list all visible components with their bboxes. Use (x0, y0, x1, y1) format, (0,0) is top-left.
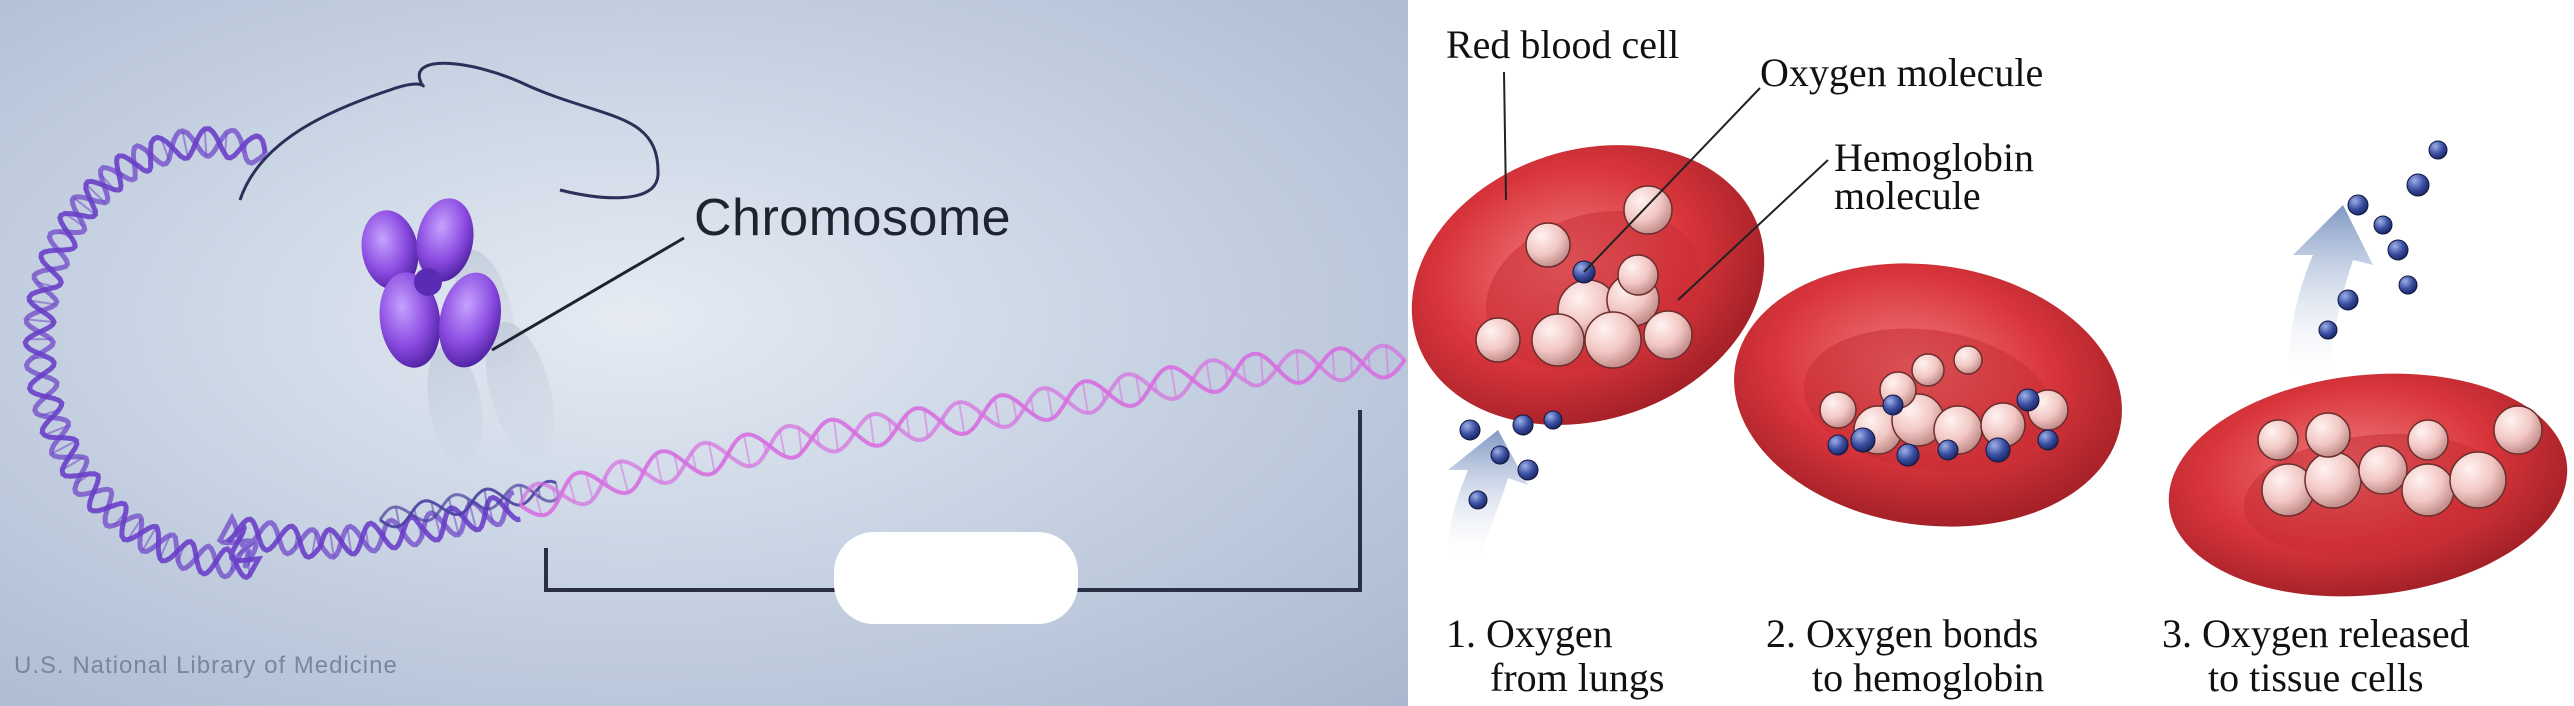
blank-label-box (834, 532, 1078, 624)
hemoglobin-group-cell-3 (2257, 405, 2543, 517)
hemoglobin-label-line2: molecule (1834, 173, 1981, 218)
step-1-line-2: from lungs (1490, 655, 1665, 700)
dna-helix-light-strand (518, 343, 1407, 518)
step-3-line-1: 3. Oxygen released (2162, 611, 2470, 656)
dna-chromosome-panel: Chromosome U.S. National Library of Medi… (0, 0, 1408, 706)
dna-thin-strand-loop (238, 61, 660, 201)
dna-illustration (22, 61, 1407, 592)
arrow-in-from-lungs (1448, 430, 1528, 560)
step-2-line-2: to hemoglobin (1812, 655, 2045, 700)
hemoglobin-group-cell-2 (1819, 345, 2069, 467)
red-blood-cell-label: Red blood cell (1446, 22, 1680, 67)
chromosome-leader-line (491, 236, 685, 352)
free-oxygen-molecules (1459, 140, 2448, 510)
chromosome-shape (361, 198, 501, 368)
step-2-caption: 2. Oxygen bonds to hemoglobin (1766, 612, 2044, 700)
arrow-out-to-tissue (2288, 205, 2373, 380)
step-3-line-2: to tissue cells (2208, 655, 2424, 700)
chromosome-label: Chromosome (694, 189, 1012, 247)
step-1-caption: 1. Oxygen from lungs (1446, 612, 1664, 700)
credit-text: U.S. National Library of Medicine (14, 652, 398, 679)
hemoglobin-label-line1: Hemoglobin (1834, 135, 2034, 180)
hemoglobin-leader-line (1677, 159, 1829, 301)
step-3-caption: 3. Oxygen released to tissue cells (2162, 612, 2470, 700)
step-1-line-1: 1. Oxygen (1446, 611, 1613, 656)
step-2-line-1: 2. Oxygen bonds (1766, 611, 2039, 656)
red-blood-cell-illustration (1411, 71, 2568, 597)
oxygen-molecule-leader-line (1583, 87, 1761, 273)
oxygen-transport-panel: Red blood cell Oxygen molecule Hemoglobi… (1408, 0, 2574, 706)
oxygen-molecule-label: Oxygen molecule (1760, 50, 2044, 95)
dna-helix-dark-loop (22, 126, 559, 581)
red-blood-cell-2 (1734, 263, 2122, 527)
red-blood-cell-leader-line (1503, 71, 1507, 201)
